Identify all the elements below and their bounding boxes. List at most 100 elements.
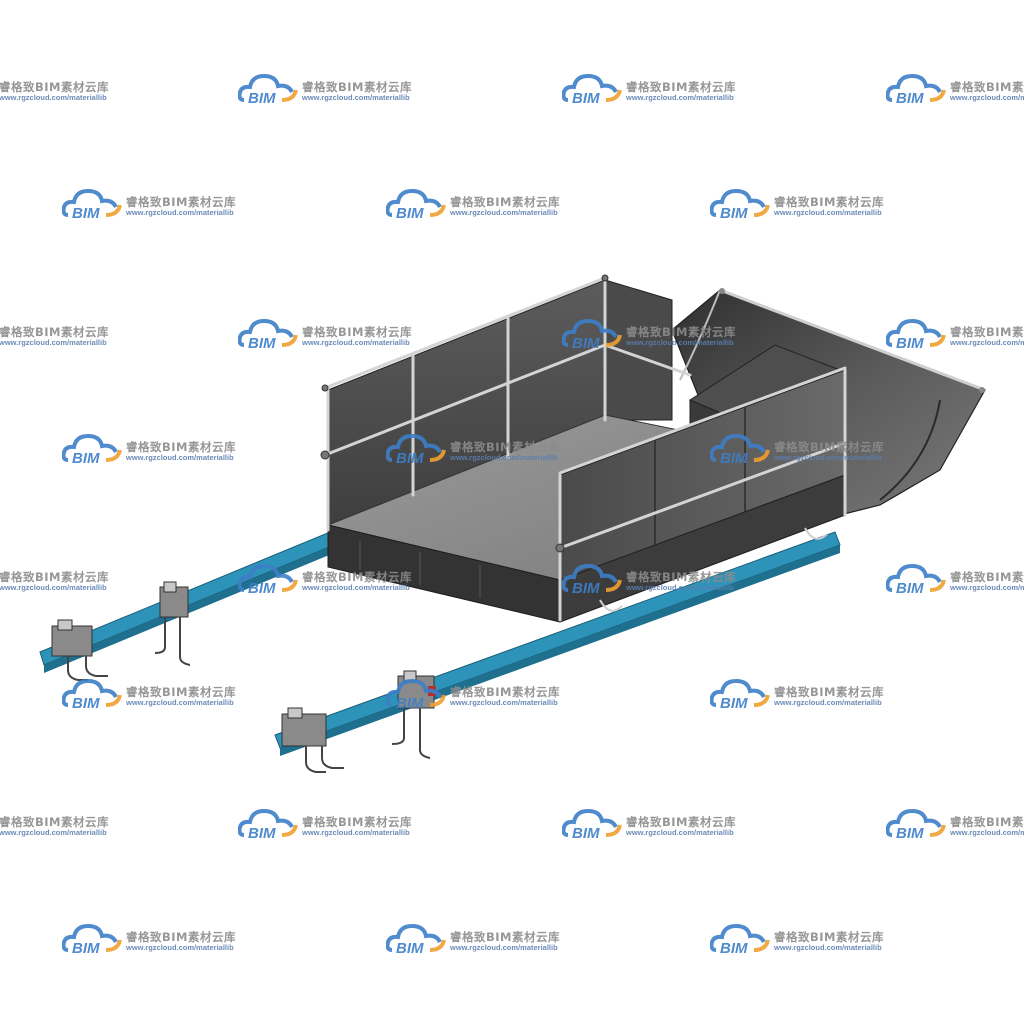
bim-cloud-logo-icon: BIM bbox=[710, 923, 770, 956]
bim-logo-text: BIM bbox=[572, 90, 600, 106]
watermark-title: 睿格致BIM素材云库 bbox=[450, 685, 560, 699]
watermark-url: www.rgzcloud.com/materiallib bbox=[626, 583, 734, 592]
bim-logo-text: BIM bbox=[72, 940, 100, 956]
bim-cloud-logo-icon: BIM bbox=[886, 808, 946, 841]
watermark-url: www.rgzcloud.com/materiallib bbox=[302, 828, 410, 837]
railing-joints bbox=[320, 274, 609, 553]
bim-cloud-logo-icon: BIM bbox=[886, 318, 946, 351]
watermark-title: 睿格致BIM素材云库 bbox=[950, 570, 1024, 584]
watermark-title: 睿格致BIM素材云库 bbox=[450, 440, 560, 454]
watermark-url: www.rgzcloud.com/materiallib bbox=[450, 943, 558, 952]
watermark-url: www.rgzcloud.com/materiallib bbox=[126, 698, 234, 707]
bim-cloud-logo-icon: BIM bbox=[386, 433, 446, 466]
watermark-url: www.rgzcloud.com/materiallib bbox=[0, 828, 107, 837]
watermark-url: www.rgzcloud.com/materiallib bbox=[126, 208, 234, 217]
bim-cloud-logo-icon: BIM bbox=[562, 808, 622, 841]
watermark-title: 睿格致BIM素材云库 bbox=[302, 815, 412, 829]
watermark-title: 睿格致BIM素材云库 bbox=[626, 325, 736, 339]
watermark-url: www.rgzcloud.com/materiallib bbox=[0, 338, 107, 347]
watermark-title: 睿格致BIM素材云库 bbox=[950, 325, 1024, 339]
watermark-title: 睿格致BIM素材云库 bbox=[450, 930, 560, 944]
watermark: BIM睿格致BIM素材云库www.rgzcloud.com/materialli… bbox=[0, 70, 135, 110]
watermark-title: 睿格致BIM素材云库 bbox=[302, 570, 412, 584]
trolley-right-front bbox=[281, 707, 344, 773]
trolley-left-rear bbox=[154, 581, 191, 666]
bim-logo-text: BIM bbox=[572, 580, 600, 596]
bim-logo-text: BIM bbox=[72, 450, 100, 466]
watermark-title: 睿格致BIM素材云库 bbox=[126, 195, 236, 209]
watermark-url: www.rgzcloud.com/materiallib bbox=[0, 93, 107, 102]
watermark-title: 睿格致BIM素材云库 bbox=[0, 80, 109, 94]
bim-logo-text: BIM bbox=[896, 335, 924, 351]
watermark-url: www.rgzcloud.com/materiallib bbox=[450, 698, 558, 707]
bim-cloud-logo-icon: BIM bbox=[710, 433, 770, 466]
watermark: BIM睿格致BIM素材云库www.rgzcloud.com/materialli… bbox=[0, 560, 135, 600]
watermark-title: 睿格致BIM素材云库 bbox=[774, 195, 884, 209]
bim-logo-text: BIM bbox=[72, 205, 100, 221]
bim-cloud-logo-icon: BIM bbox=[238, 73, 298, 106]
watermark-url: www.rgzcloud.com/materiallib bbox=[450, 208, 558, 217]
bim-logo-text: BIM bbox=[896, 90, 924, 106]
watermark-title: 睿格致BIM素材云库 bbox=[626, 570, 736, 584]
watermark-url: www.rgzcloud.com/materiallib bbox=[950, 93, 1024, 102]
bim-logo-text: BIM bbox=[248, 335, 276, 351]
watermark-title: 睿格致BIM素材云库 bbox=[774, 685, 884, 699]
watermark-title: 睿格致BIM素材云库 bbox=[774, 440, 884, 454]
bim-cloud-logo-icon: BIM bbox=[238, 563, 298, 596]
watermark-url: www.rgzcloud.com/materiallib bbox=[450, 453, 558, 462]
watermark-url: www.rgzcloud.com/materiallib bbox=[950, 583, 1024, 592]
watermark-title: 睿格致BIM素材云库 bbox=[302, 325, 412, 339]
bim-logo-text: BIM bbox=[396, 205, 424, 221]
bim-cloud-logo-icon: BIM bbox=[562, 73, 622, 106]
bim-logo-text: BIM bbox=[720, 695, 748, 711]
bim-cloud-logo-icon: BIM bbox=[886, 563, 946, 596]
bim-logo-text: BIM bbox=[248, 90, 276, 106]
watermark-title: 睿格致BIM素材云库 bbox=[302, 80, 412, 94]
bim-logo-text: BIM bbox=[396, 940, 424, 956]
bim-logo-text: BIM bbox=[896, 580, 924, 596]
watermark-title: 睿格致BIM素材云库 bbox=[126, 930, 236, 944]
bim-logo-text: BIM bbox=[72, 695, 100, 711]
bim-cloud-logo-icon: BIM bbox=[886, 73, 946, 106]
watermark-title: 睿格致BIM素材云库 bbox=[774, 930, 884, 944]
watermark-title: 睿格致BIM素材云库 bbox=[0, 815, 109, 829]
bim-logo-text: BIM bbox=[396, 695, 424, 711]
watermark-url: www.rgzcloud.com/materiallib bbox=[302, 338, 410, 347]
bim-cloud-logo-icon: BIM bbox=[62, 188, 122, 221]
bim-cloud-logo-icon: BIM bbox=[386, 923, 446, 956]
bim-cloud-logo-icon: BIM bbox=[238, 318, 298, 351]
watermark-url: www.rgzcloud.com/materiallib bbox=[774, 943, 882, 952]
watermark-url: www.rgzcloud.com/materiallib bbox=[626, 338, 734, 347]
watermark: BIM睿格致BIM素材云库www.rgzcloud.com/materialli… bbox=[886, 805, 1024, 845]
watermark-title: 睿格致BIM素材云库 bbox=[626, 815, 736, 829]
bim-cloud-logo-icon: BIM bbox=[710, 678, 770, 711]
watermark-url: www.rgzcloud.com/materiallib bbox=[774, 208, 882, 217]
bim-cloud-logo-icon: BIM bbox=[710, 188, 770, 221]
watermark-title: 睿格致BIM素材云库 bbox=[0, 325, 109, 339]
watermark-url: www.rgzcloud.com/materiallib bbox=[626, 828, 734, 837]
watermark: BIM睿格致BIM素材云库www.rgzcloud.com/materialli… bbox=[0, 805, 135, 845]
watermark-title: 睿格致BIM素材云库 bbox=[626, 80, 736, 94]
watermark-title: 睿格致BIM素材云库 bbox=[950, 815, 1024, 829]
watermark-url: www.rgzcloud.com/materiallib bbox=[302, 583, 410, 592]
watermark-url: www.rgzcloud.com/materiallib bbox=[126, 943, 234, 952]
bim-cloud-logo-icon: BIM bbox=[62, 678, 122, 711]
bim-logo-text: BIM bbox=[720, 940, 748, 956]
bim-logo-text: BIM bbox=[896, 825, 924, 841]
